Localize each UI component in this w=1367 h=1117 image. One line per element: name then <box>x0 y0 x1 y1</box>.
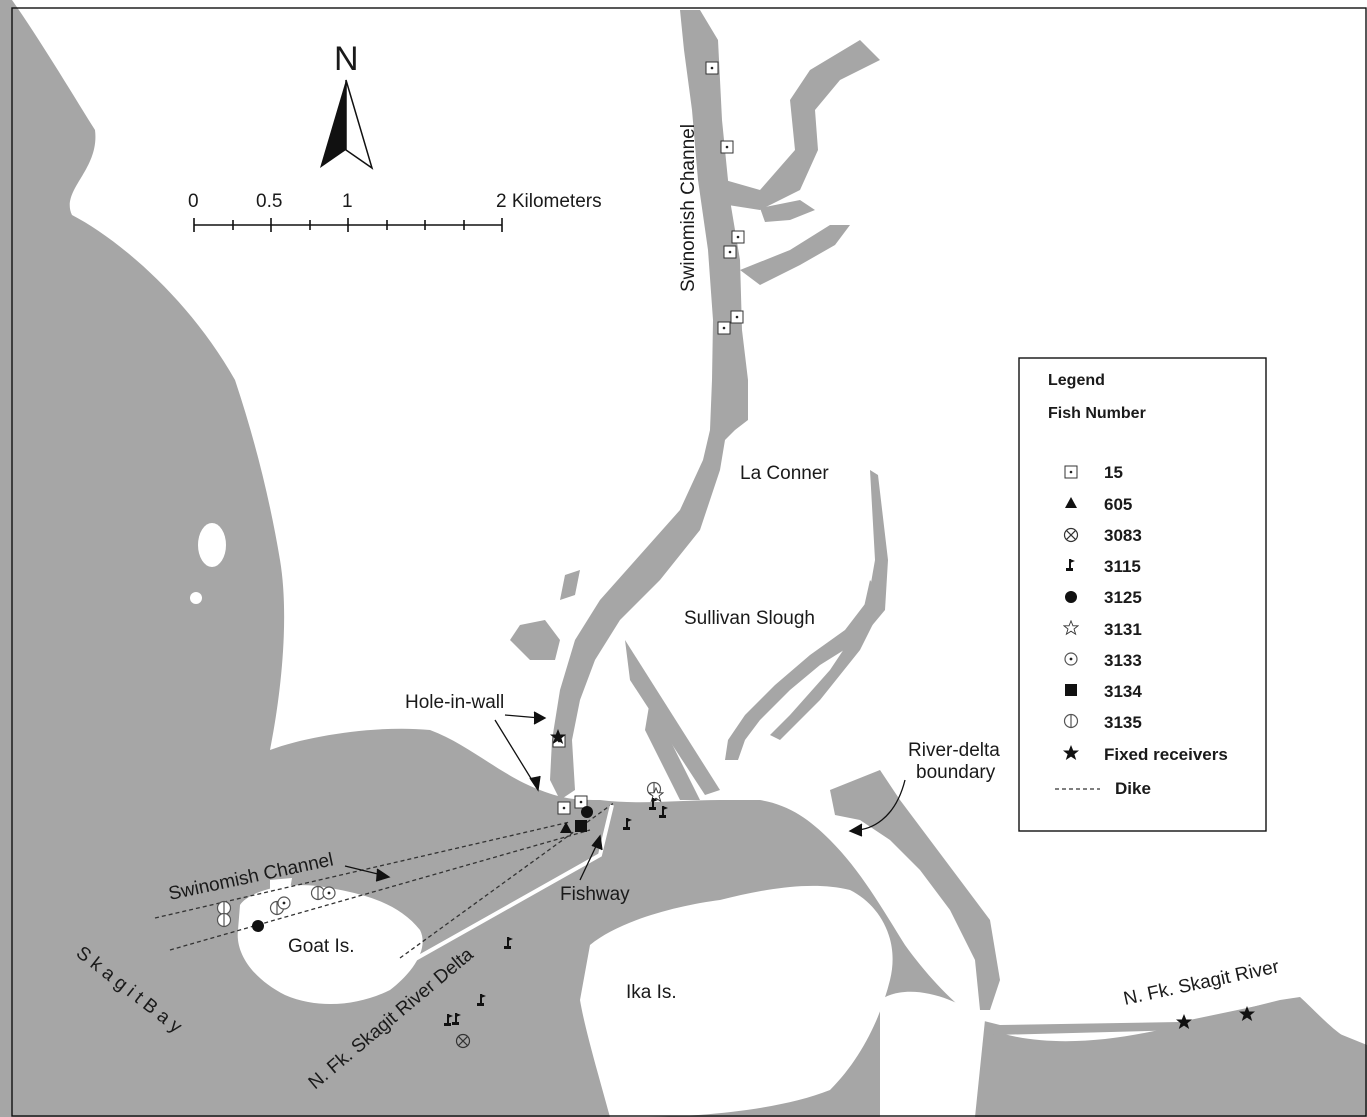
legend-symbol-filled-circle <box>1065 591 1077 603</box>
label-nfk-river: N. Fk. Skagit River <box>1122 956 1282 1010</box>
legend-item-label: 3134 <box>1104 682 1142 701</box>
detection-fish-3134 <box>575 820 587 832</box>
legend-item-label: Fixed receivers <box>1104 745 1228 764</box>
detection-fish-15 <box>731 230 745 244</box>
legend-symbol-square-dot <box>1064 465 1078 479</box>
label-hole-in-wall: Hole-in-wall <box>405 692 504 713</box>
label-sullivan-slough: Sullivan Slough <box>684 608 815 629</box>
label-goat-island: Goat Is. <box>288 936 355 957</box>
detection-fish-605 <box>560 822 572 833</box>
legend-box <box>1018 357 1267 832</box>
scale-tick-label: 0 <box>188 191 199 212</box>
detection-fish-3135 <box>216 912 232 928</box>
label-ika-island: Ika Is. <box>626 982 677 1003</box>
ika-island-shape <box>580 885 893 1117</box>
map-frame <box>11 7 1367 1117</box>
fishway-structure <box>409 804 614 964</box>
legend-item-label: 15 <box>1104 463 1123 482</box>
legend-item-label: 605 <box>1104 495 1132 514</box>
detection-fish-15 <box>723 245 737 259</box>
detection-fish-3135 <box>216 900 232 916</box>
legend-title: Legend <box>1048 372 1105 389</box>
legend-item-label: 3083 <box>1104 526 1142 545</box>
label-river-delta: River-delta <box>908 740 1000 761</box>
scale-bar: 0 0.5 1 2 Kilometers <box>188 191 602 232</box>
detection-fish-15 <box>717 321 731 335</box>
label-swinomish-channel-north: Swinomish Channel <box>678 124 699 292</box>
detection-fish-15 <box>557 801 571 815</box>
detection-fish-15 <box>720 140 734 154</box>
detection-fish-15 <box>705 61 719 75</box>
legend-item-label: Dike <box>1115 779 1151 798</box>
legend-symbol-filled-square <box>1065 684 1077 696</box>
legend-item-label: 3115 <box>1104 557 1141 576</box>
legend: Legend Fish Number 15 605 3083 3115 3125… <box>1018 357 1267 832</box>
north-arrow: N <box>320 40 374 170</box>
label-boundary: boundary <box>916 762 996 783</box>
north-label: N <box>334 40 359 78</box>
land-islands <box>190 523 985 1117</box>
legend-item-label: 3135 <box>1104 713 1142 732</box>
pointer-arrows <box>344 711 906 882</box>
legend-symbol-circle-dot <box>1064 652 1078 666</box>
scale-tick-label: 0.5 <box>256 191 282 212</box>
legend-item-label: 3125 <box>1104 588 1142 607</box>
legend-symbol-circle-bar <box>1063 713 1079 729</box>
label-fishway: Fishway <box>560 884 630 905</box>
legend-item-label: 3131 <box>1104 620 1142 639</box>
scale-tick-label: 2 Kilometers <box>496 191 602 212</box>
detection-fish-15 <box>574 795 588 809</box>
detection-fish-15 <box>730 310 744 324</box>
detection-fish-3125 <box>581 806 593 818</box>
detection-fish-3125 <box>252 920 264 932</box>
detection-fish-3133 <box>277 896 291 910</box>
legend-symbol-triangle <box>1065 497 1077 508</box>
label-la-conner: La Conner <box>740 463 829 484</box>
legend-item-label: 3133 <box>1104 651 1142 670</box>
fish-detections <box>216 61 1255 1049</box>
scale-tick-label: 1 <box>342 191 353 212</box>
goat-island-shape <box>237 885 423 1005</box>
legend-subtitle: Fish Number <box>1048 405 1146 422</box>
detection-fish-3133 <box>322 886 336 900</box>
